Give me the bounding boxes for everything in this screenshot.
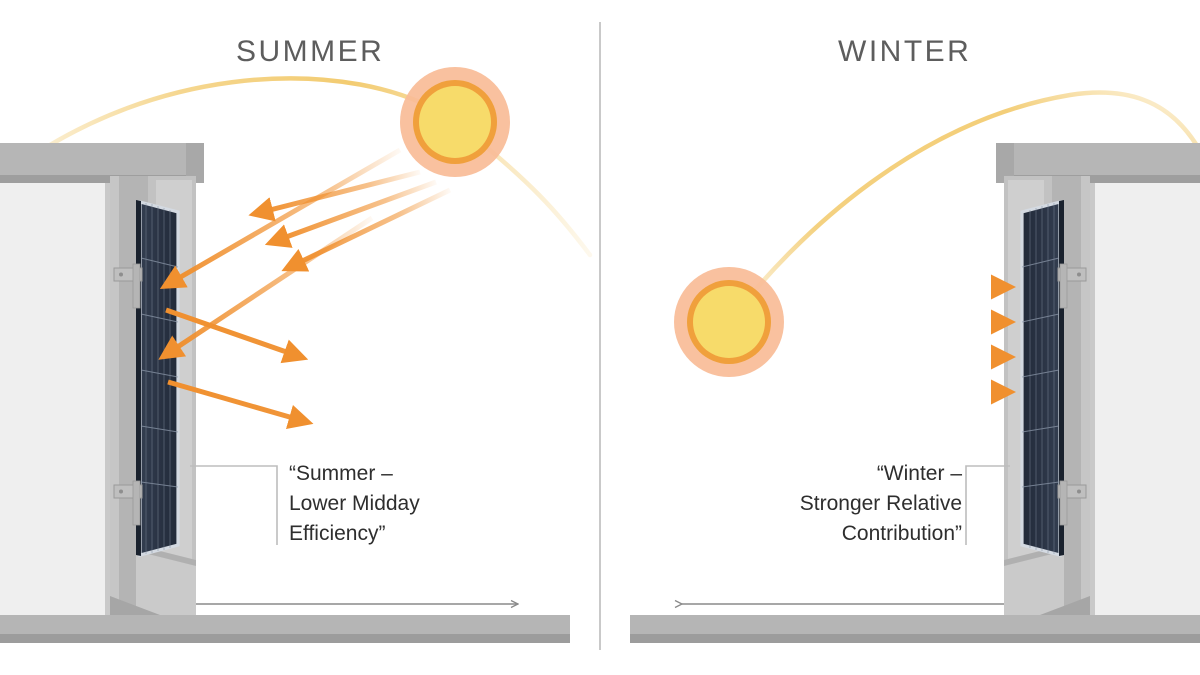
winter-floor-slab [630, 615, 1200, 637]
winter-callout-label: “Winter – Stronger Relative Contribution… [799, 462, 962, 545]
summer-reflected-ray-2 [167, 379, 314, 429]
summer-solar-panel-face [140, 202, 178, 555]
winter-mount-bracket-upper [1057, 263, 1087, 309]
summer-floor-shadow [0, 634, 570, 643]
summer-sun-core [419, 86, 491, 158]
summer-ray-5 [158, 215, 374, 360]
summer-incoming-rays [158, 147, 452, 360]
winter-title: WINTER [838, 35, 972, 68]
winter-lintel-top [996, 143, 1200, 180]
summer-lintel-end-cap [186, 143, 204, 183]
summer-lower-apron [136, 545, 196, 620]
winter-sun-core [693, 286, 765, 358]
summer-scene [0, 67, 593, 643]
winter-lower-apron [1004, 545, 1064, 620]
summer-column-highlight [110, 176, 119, 620]
winter-callout-leader [965, 465, 1010, 545]
summer-title: SUMMER [236, 35, 385, 68]
summer-ray-4 [159, 147, 402, 290]
winter-lintel-end-cap [996, 143, 1014, 183]
summer-mount-bracket-lower [113, 480, 143, 526]
summer-reflected-ray-1 [165, 307, 309, 364]
winter-sun [674, 267, 784, 377]
winter-solar-panel-face [1022, 202, 1060, 555]
summer-ray-1 [248, 169, 421, 222]
summer-panel-cell-rows [140, 257, 179, 488]
summer-callout-label: “Summer – Lower Midday Efficiency” [289, 462, 420, 545]
summer-callout-leader [190, 465, 278, 545]
winter-floor-shadow [630, 634, 1200, 643]
winter-floor-return [1040, 596, 1090, 615]
summer-floor-return [110, 596, 160, 615]
summer-interior-wall [0, 168, 108, 620]
summer-ray-2 [264, 179, 437, 248]
winter-mount-bracket-lower [1057, 480, 1087, 526]
summer-lintel-top [0, 143, 204, 180]
summer-mount-bracket-upper [113, 263, 143, 309]
summer-sun-arc [0, 76, 593, 258]
winter-incoming-rays [792, 274, 1016, 405]
winter-sun-arc [726, 90, 1200, 325]
winter-column-highlight [1081, 176, 1090, 620]
summer-sun [400, 67, 510, 177]
winter-interior-wall [1092, 168, 1200, 620]
winter-scene [630, 90, 1200, 643]
winter-panel-busbars [1029, 203, 1055, 554]
summer-reflected-rays [165, 307, 314, 429]
summer-floor-slab [0, 615, 570, 637]
winter-panel-cell-rows [1021, 257, 1060, 488]
